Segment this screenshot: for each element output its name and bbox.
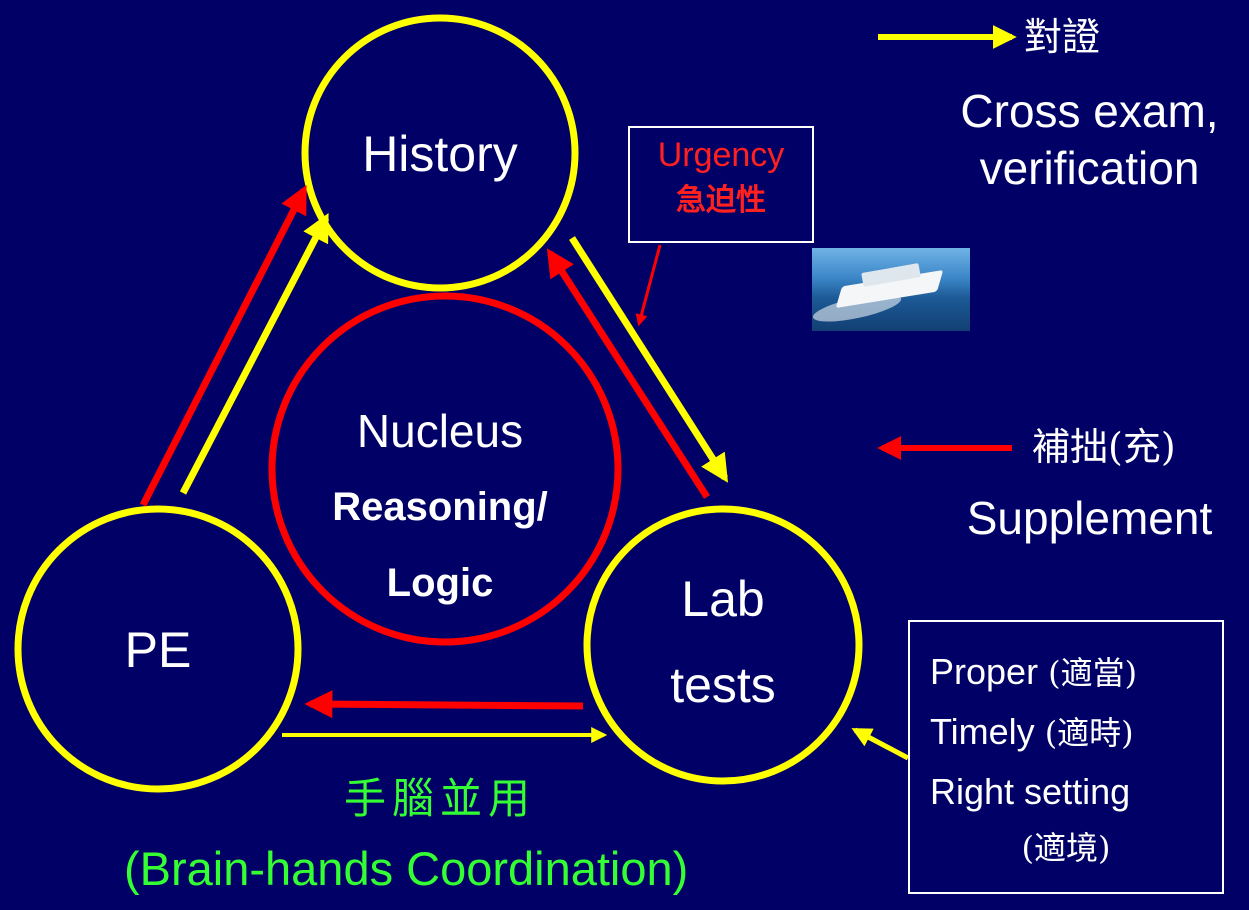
cruise-ship-image: [812, 248, 970, 331]
history-circle: [301, 14, 579, 292]
red-arrow-lab-to-history: [546, 248, 710, 499]
urgency-label-zh: 急迫性: [676, 183, 766, 218]
legend-yellow-zh: 對證: [1024, 15, 1101, 59]
legend-yellow-en-line2: verification: [979, 142, 1200, 194]
history-label: History: [362, 126, 518, 182]
criteria-item: Timely (適時): [930, 711, 1134, 752]
legend-red-en: Supplement: [966, 492, 1213, 544]
nucleus-line2: Logic: [386, 561, 494, 605]
pe-label: PE: [124, 622, 192, 678]
pe-circle: [14, 505, 302, 793]
nucleus-title: Nucleus: [356, 405, 524, 457]
lab-label-line1: Lab: [681, 571, 765, 627]
urgency-pointer-arrow: [635, 244, 662, 327]
footer-zh: 手腦並用: [343, 774, 536, 823]
urgency-box: Urgency 急迫性: [628, 126, 814, 243]
red-arrow-pe-to-history: [139, 185, 308, 507]
yellow-arrow-pe-to-history: [179, 213, 330, 495]
yellow-arrow-history-to-lab: [569, 236, 729, 483]
legend-red-zh: 補拙(充): [1032, 425, 1176, 469]
footer-en: (Brain-hands Coordination): [124, 842, 689, 895]
criteria-box: Proper (適當) Timely (適時) Right setting (適…: [908, 620, 1224, 894]
lab-label-line2: tests: [670, 657, 776, 713]
criteria-item: Proper (適當): [930, 651, 1138, 692]
nucleus-circle: [268, 292, 622, 646]
criteria-item: Right setting: [930, 771, 1131, 812]
criteria-pointer-arrow: [851, 727, 910, 761]
lab-tests-circle: [583, 505, 863, 785]
legend-yellow-en-line1: Cross exam,: [960, 85, 1219, 137]
urgency-label-en: Urgency: [657, 136, 785, 174]
nucleus-line1: Reasoning/: [332, 485, 548, 529]
red-arrow-lab-to-pe: [304, 690, 584, 719]
criteria-item: (適境): [1021, 829, 1111, 867]
